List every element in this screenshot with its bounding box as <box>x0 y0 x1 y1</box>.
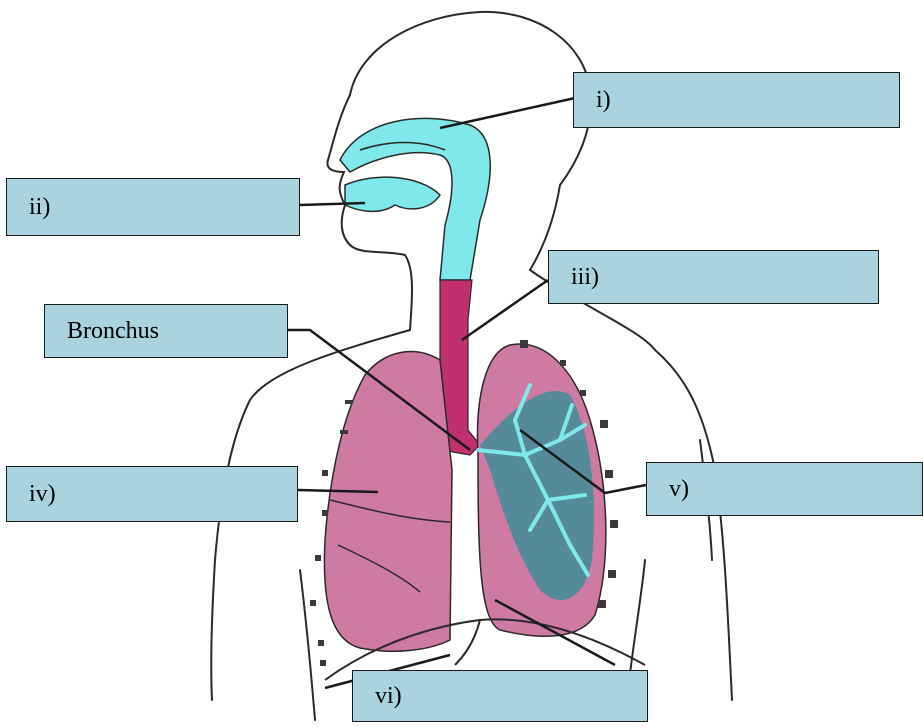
leader-line-iii <box>462 280 548 340</box>
label-bronchus-text: Bronchus <box>67 318 159 345</box>
label-v-text: v) <box>669 476 689 503</box>
label-box-v[interactable]: v) <box>646 462 923 516</box>
label-box-vi[interactable]: vi) <box>352 670 648 722</box>
lung-left-side <box>324 352 452 652</box>
label-box-i[interactable]: i) <box>573 72 900 128</box>
leader-line-i <box>440 98 575 128</box>
label-box-iv[interactable]: iv) <box>6 466 298 522</box>
label-box-ii[interactable]: ii) <box>6 178 300 236</box>
label-vi-text: vi) <box>375 683 402 710</box>
upper-airway <box>340 118 490 280</box>
oral-cavity <box>345 177 440 211</box>
label-iv-text: iv) <box>29 481 56 508</box>
label-box-iii[interactable]: iii) <box>548 250 879 304</box>
label-i-text: i) <box>596 87 611 114</box>
label-ii-text: ii) <box>29 194 50 221</box>
label-box-bronchus[interactable]: Bronchus <box>44 304 288 358</box>
label-iii-text: iii) <box>571 264 599 291</box>
